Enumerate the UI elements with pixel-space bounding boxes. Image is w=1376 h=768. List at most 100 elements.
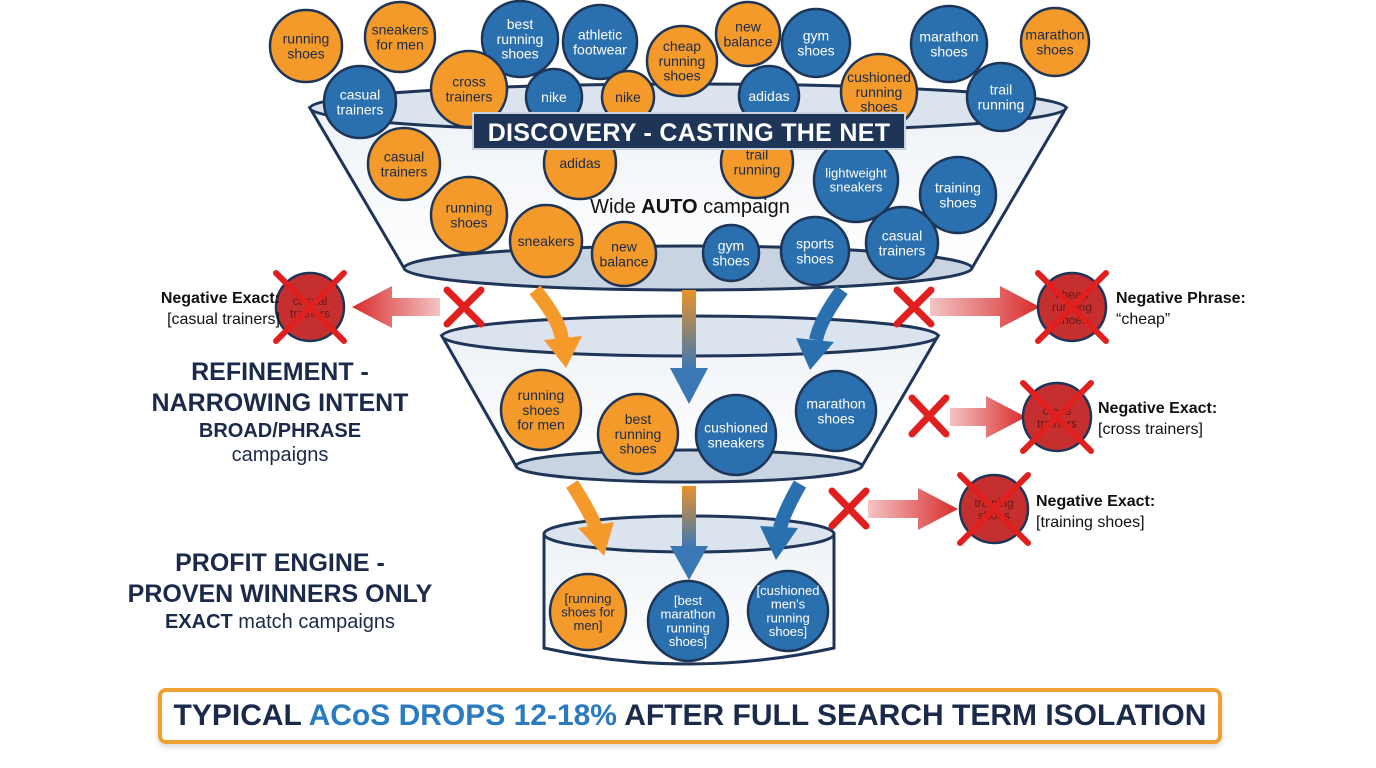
bubble-label: nike (541, 89, 567, 105)
bubble-label: adidas (748, 88, 789, 104)
discovery-keyword-bubble: nike (524, 67, 584, 127)
x-stroke (957, 472, 1031, 546)
discovery-keyword-bubble: adidas (737, 64, 801, 128)
refinement-sub: campaigns (231, 444, 329, 466)
bubble-circle (714, 0, 782, 68)
bubble-circle (646, 579, 730, 663)
bubble-label: sneakers (518, 233, 575, 249)
bubble-circle (561, 3, 639, 81)
x-stroke (1035, 270, 1109, 344)
bubble-circle (794, 369, 878, 453)
refinement-title-line2: NARROWING INTENT (151, 389, 409, 417)
x-stroke (273, 270, 347, 344)
negative-exact-training: Negative Exact:[training shoes] (1036, 493, 1156, 531)
profit-label: PROFIT ENGINE - PROVEN WINNERS ONLY EXAC… (100, 548, 460, 634)
negative-exact-cross: Negative Exact:[cross trainers] (1098, 400, 1218, 438)
profit-sub: EXACT match campaigns (164, 611, 396, 633)
bubble-circle (918, 155, 998, 235)
negated-x-icon (273, 270, 347, 344)
bubble-circle (780, 7, 852, 79)
negative-exact-casual: Negative Exact:[casual trainers] (160, 290, 280, 328)
refinement-sub-bold: BROAD/PHRASE (198, 420, 362, 442)
profit-title-line1: PROFIT ENGINE - (175, 549, 385, 577)
bubble-circle (429, 49, 509, 129)
discovery-keyword-bubble: sneakers (508, 203, 584, 279)
bubble-circle (366, 126, 442, 202)
bubble-circle (322, 64, 398, 140)
bubble-circle (268, 8, 344, 84)
bubble-circle (548, 572, 628, 652)
negative-phrase-cheap: Negative Phrase:“cheap” (1116, 290, 1246, 328)
bubble-circle (694, 393, 778, 477)
acos-callout-banner: TYPICAL ACoS DROPS 12-18% AFTER FULL SEA… (158, 688, 1222, 744)
bubble-circle (1019, 6, 1091, 78)
x-stroke (1020, 380, 1094, 454)
bubble-circle (779, 215, 851, 287)
bubble-circle (429, 175, 509, 255)
bubble-label: adidas (559, 155, 600, 171)
bubble-circle (480, 0, 560, 79)
negated-x-icon (1020, 380, 1094, 454)
bubble-circle (499, 368, 583, 452)
profit-title-line2: PROVEN WINNERS ONLY (127, 580, 433, 608)
bubble-circle (909, 4, 989, 84)
bubble-circle (746, 569, 830, 653)
bubble-circle (701, 223, 761, 283)
negative-arrows (352, 286, 1040, 530)
discovery-banner: DISCOVERY - CASTING THE NET (472, 112, 906, 150)
negated-x-icon (1035, 270, 1109, 344)
bubble-label: nike (615, 89, 641, 105)
bubble-circle (965, 61, 1037, 133)
refinement-title-line1: REFINEMENT - (191, 358, 369, 386)
discovery-subtitle: Wide AUTO campaign (590, 196, 790, 218)
bubble-circle (645, 24, 719, 98)
bubble-circle (864, 205, 940, 281)
flow-arrows (529, 285, 848, 580)
